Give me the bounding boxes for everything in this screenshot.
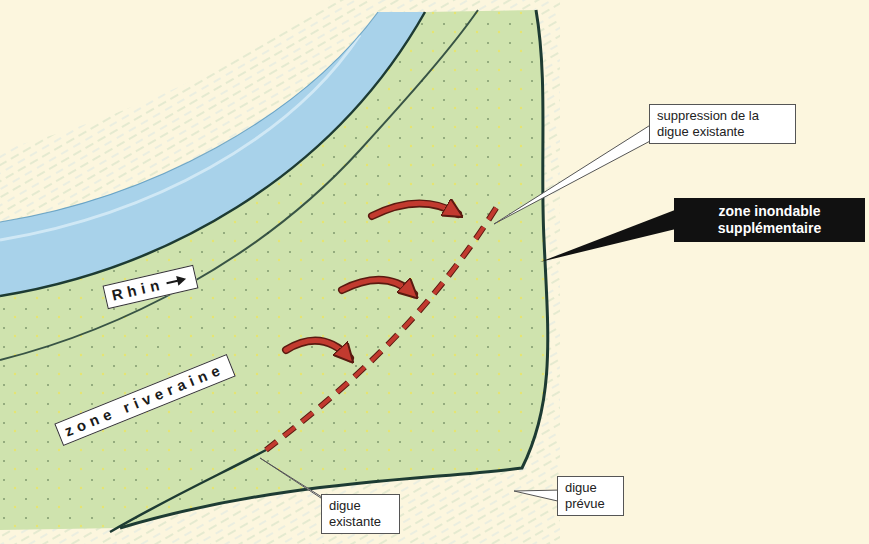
flow-arrow-outline xyxy=(342,280,414,294)
zone-texture xyxy=(0,10,548,530)
rhine-river xyxy=(0,12,425,296)
removed-dike xyxy=(266,205,498,450)
existing-dike xyxy=(110,450,266,532)
highlight-callout: zone inondable supplémentaire xyxy=(674,198,865,242)
label-text: digue prévue xyxy=(565,480,616,511)
flow-arrow xyxy=(372,203,456,216)
removed-dike-shadow xyxy=(266,205,498,450)
river-ripple xyxy=(0,35,360,240)
flow-arrow-outline xyxy=(286,341,350,358)
leader-wedge xyxy=(514,490,562,502)
flow-arrow-outline xyxy=(372,203,458,216)
river-bank xyxy=(0,12,425,296)
flow-arrows xyxy=(286,203,458,358)
callout-box: suppression de la digue existante xyxy=(649,104,796,144)
green-zone xyxy=(0,10,548,530)
riverside-line xyxy=(0,10,478,360)
flow-arrow xyxy=(286,341,348,357)
callout-box: digue prévue xyxy=(557,476,624,516)
flow-arrow xyxy=(342,280,412,293)
leader-wedge xyxy=(494,124,652,224)
leader-wedge xyxy=(540,208,680,262)
label-text: digue existante xyxy=(329,498,392,529)
label-text: suppression de la digue existante xyxy=(657,108,788,139)
arrow-head xyxy=(176,274,187,286)
ground-hatch xyxy=(0,0,560,544)
callout-box: digue existante xyxy=(321,494,400,534)
river-edge xyxy=(0,12,378,222)
label-text: zone inondable supplémentaire xyxy=(683,203,856,237)
flow-direction-arrow xyxy=(165,273,189,290)
